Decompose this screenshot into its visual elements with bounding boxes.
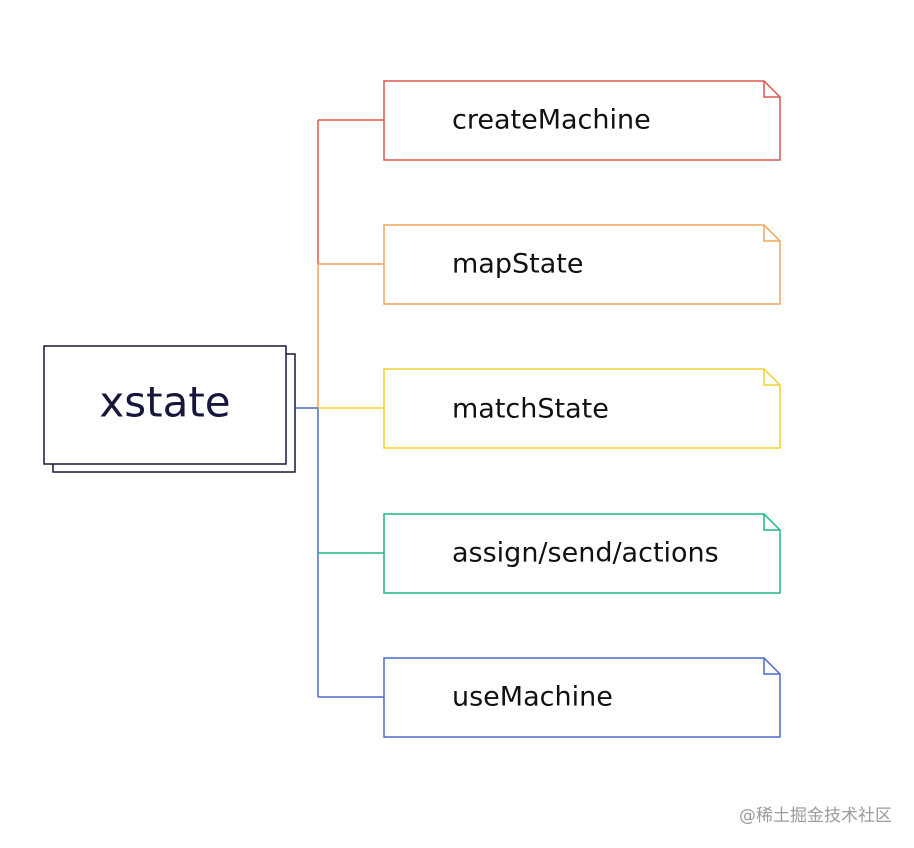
note-box: [383, 513, 781, 594]
child-node-assign-send-actions: assign/send/actions: [318, 513, 781, 594]
note-fold-corner: [763, 658, 780, 675]
child-node-createmachine: createMachine: [318, 80, 781, 161]
root-node: xstate: [43, 345, 296, 473]
child-node-label: mapState: [452, 249, 583, 280]
child-node-label: createMachine: [452, 105, 651, 136]
root-node-box: [43, 345, 287, 465]
child-node-label: matchState: [452, 394, 609, 425]
child-node-label: assign/send/actions: [452, 538, 719, 569]
root-node-label: xstate: [99, 378, 230, 427]
child-node-matchstate: matchState: [318, 368, 781, 449]
note-box: [383, 368, 781, 449]
note-box: [383, 657, 781, 738]
note-fold-corner: [763, 81, 780, 98]
watermark-text: @稀土掘金技术社区: [739, 806, 892, 826]
note-fold-corner: [763, 225, 780, 242]
child-node-label: useMachine: [452, 682, 613, 713]
note-fold-corner: [763, 514, 780, 531]
note-box: [383, 80, 781, 161]
note-box: [383, 224, 781, 305]
child-node-usemachine: useMachine: [318, 657, 781, 738]
note-fold-corner: [763, 369, 780, 386]
child-node-mapstate: mapState: [318, 224, 781, 305]
